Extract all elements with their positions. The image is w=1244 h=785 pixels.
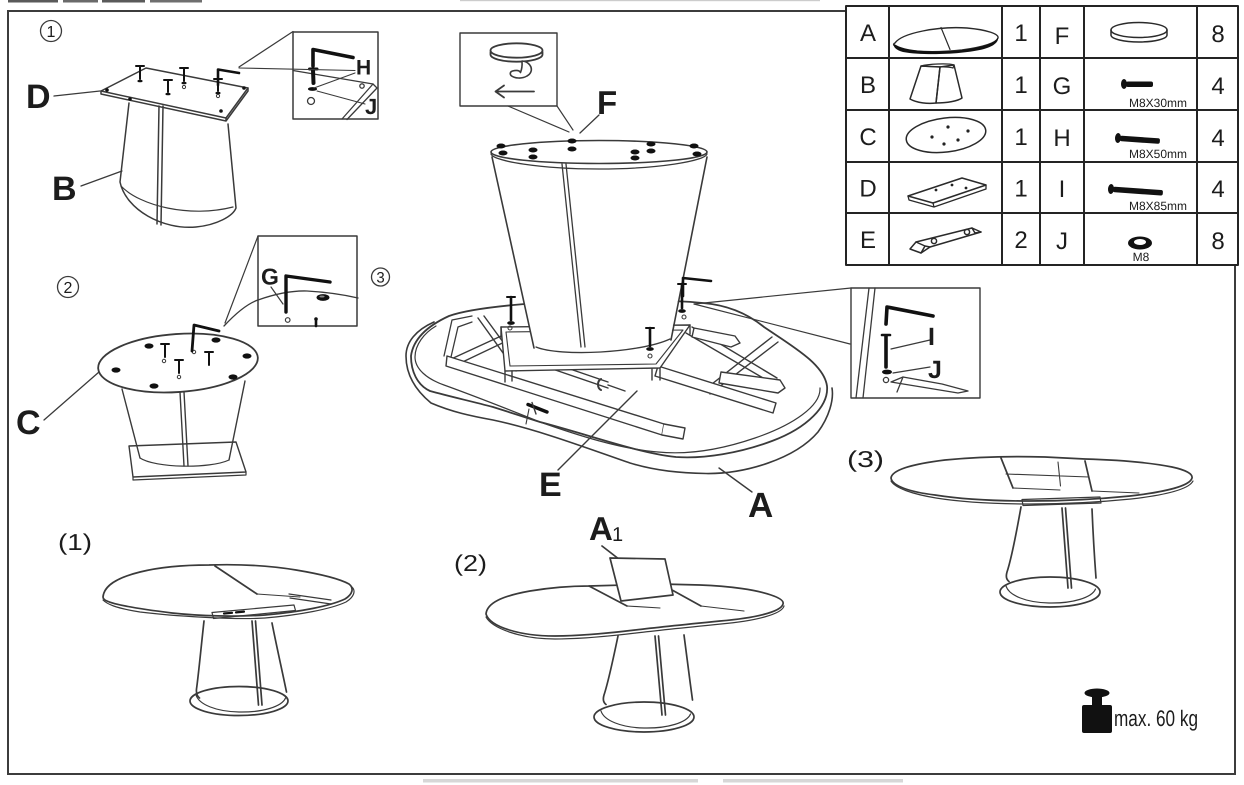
svg-text:D: D: [859, 176, 876, 203]
svg-text:C: C: [859, 124, 876, 151]
svg-text:(3): (3): [847, 446, 884, 472]
svg-text:H: H: [1053, 125, 1070, 152]
svg-text:F: F: [1055, 23, 1070, 50]
svg-text:1: 1: [1014, 176, 1027, 203]
svg-text:I: I: [1059, 176, 1066, 203]
svg-text:J: J: [1056, 228, 1068, 255]
svg-text:1: 1: [47, 24, 56, 41]
svg-text:M8: M8: [1133, 250, 1150, 264]
svg-text:J: J: [365, 94, 377, 119]
svg-text:M8X30mm: M8X30mm: [1129, 96, 1187, 110]
svg-text:B: B: [860, 72, 876, 99]
svg-text:1: 1: [612, 524, 623, 546]
svg-text:2: 2: [1014, 227, 1027, 254]
svg-text:4: 4: [1211, 73, 1224, 100]
svg-text:M8X85mm: M8X85mm: [1129, 199, 1187, 213]
svg-text:F: F: [597, 84, 617, 121]
svg-text:4: 4: [1211, 176, 1224, 203]
svg-text:B: B: [52, 170, 77, 208]
svg-text:J: J: [928, 356, 942, 384]
svg-text:3: 3: [376, 270, 384, 287]
svg-text:E: E: [860, 227, 876, 254]
svg-text:G: G: [261, 264, 279, 290]
svg-text:1: 1: [1014, 72, 1027, 99]
svg-text:A: A: [589, 510, 613, 547]
svg-text:M8X50mm: M8X50mm: [1129, 147, 1187, 161]
svg-text:4: 4: [1211, 125, 1224, 152]
svg-text:1: 1: [1014, 124, 1027, 151]
svg-text:A: A: [860, 20, 876, 47]
svg-text:(1): (1): [58, 529, 92, 555]
svg-text:G: G: [1053, 73, 1072, 100]
svg-text:8: 8: [1211, 21, 1224, 48]
svg-text:2: 2: [64, 280, 73, 297]
svg-text:1: 1: [1014, 20, 1027, 47]
svg-text:D: D: [26, 78, 51, 116]
svg-text:8: 8: [1211, 228, 1224, 255]
svg-text:max. 60 kg: max. 60 kg: [1114, 706, 1198, 731]
svg-text:(2): (2): [454, 550, 487, 576]
svg-text:I: I: [928, 323, 935, 351]
svg-text:C: C: [16, 404, 41, 442]
svg-text:H: H: [356, 57, 371, 80]
svg-text:E: E: [539, 466, 562, 504]
